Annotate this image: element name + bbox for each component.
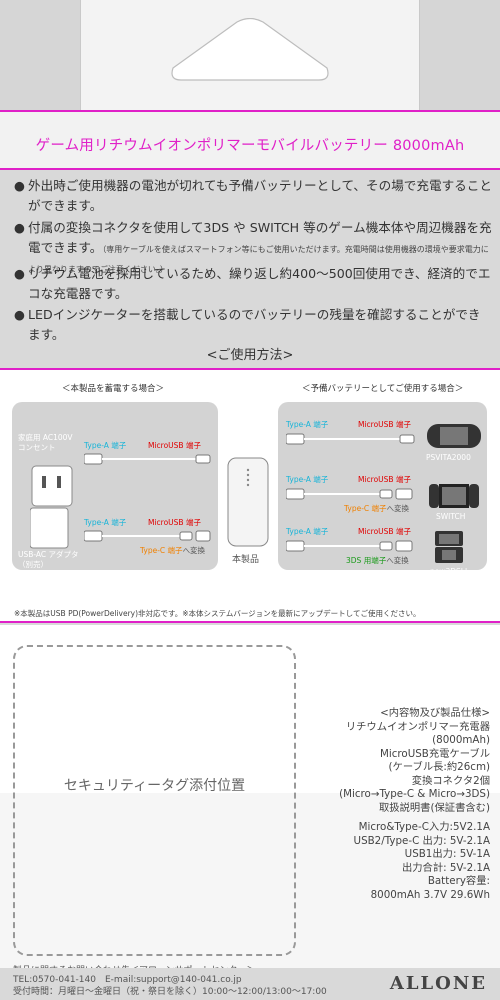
device-label: new3DSLL: [430, 567, 470, 576]
device-label: SWITCH: [436, 512, 466, 521]
hang-hole: [171, 18, 329, 81]
bullet-icon: ●: [14, 178, 25, 193]
usage-heading: <ご使用方法>: [206, 348, 294, 363]
bullet-icon: ●: [14, 266, 25, 281]
typea-label: Type-A 端子: [84, 518, 127, 527]
spec-line: Battery容量:: [427, 875, 490, 887]
bullet-icon: ●: [14, 220, 25, 235]
feature-note: （専用ケーブルを使えばスマートフォン等にもご使用いただけます。充電時間は使用機器…: [28, 245, 489, 274]
security-tag-area: セキュリティータグ添付位置: [13, 645, 296, 956]
typea-label: Type-A 端子: [286, 475, 329, 484]
convert-label: へ変換: [386, 556, 409, 565]
feature-text: リチウム電池を採用しているため、繰り返し約400～500回使用でき、経済的でエコ…: [28, 266, 491, 301]
typec-convert-label: Type-C 端子へ変換: [344, 503, 409, 514]
microusb-label: MicroUSB 端子: [148, 441, 201, 450]
brand-logo: ALLONE: [389, 973, 487, 994]
outlet-label: 家庭用 AC100V コンセント: [18, 433, 73, 452]
typea-label: Type-A 端子: [84, 441, 127, 450]
switch-icon: [429, 484, 479, 508]
outlet-icon: [30, 465, 73, 549]
spec-line: <内容物及び製品仕様>: [380, 707, 490, 719]
3ds-convert-label: 3DS 用端子へ変換: [346, 555, 409, 566]
convert-label: へ変換: [386, 504, 410, 513]
spec-line: 8000mAh 3.7V 29.6Wh: [370, 888, 490, 901]
title-band: ゲーム用リチウムイオンポリマーモバイルバッテリー 8000mAh: [0, 110, 500, 170]
white-strip: [0, 625, 500, 793]
typea-label: Type-A 端子: [286, 527, 329, 536]
feature-item: ● リチウム電池を採用しているため、繰り返し約400～500回使用でき、経済的で…: [14, 264, 492, 304]
usage-diagram: ＜本製品を蓄電する場合＞ ＜予備バッテリーとしてご使用する場合＞ 家庭用 AC1…: [0, 368, 500, 623]
feature-text: 外出時ご使用機器の電池が切れても予備バッテリーとして、その場で充電することができ…: [28, 178, 492, 213]
spec-line: (8000mAh): [432, 734, 490, 746]
spec-line: 取扱説明書(保証書含む): [378, 801, 490, 814]
spec-line: MicroUSB充電ケーブル: [379, 747, 490, 760]
spec-line: Micro&Type-C入力:5V2.1A: [358, 821, 490, 833]
microusb-label: MicroUSB 端子: [358, 420, 411, 429]
feature-text: LEDインジケーターを搭載しているのでバッテリーの残量を確認することができます。: [28, 307, 481, 342]
product-title: ゲーム用リチウムイオンポリマーモバイルバッテリー 8000mAh: [35, 138, 465, 154]
spec-line: USB2/Type-C 出力: 5V-2.1A: [353, 834, 490, 847]
spec-block: <内容物及び製品仕様> リチウムイオンポリマー充電器 (8000mAh) Mic…: [240, 707, 490, 902]
feature-text: 付属の変換コネクタを使用して3DS や SWITCH 等のゲーム機本体や周辺機器…: [28, 220, 492, 255]
typec-convert-label: Type-C 端子へ変換: [140, 545, 205, 556]
spec-line: (ケーブル長:約26cm): [388, 761, 490, 773]
bullet-icon: ●: [14, 307, 25, 322]
left-panel-title: ＜本製品を蓄電する場合＞: [62, 384, 165, 394]
3ds-icon: [435, 531, 463, 563]
spec-line: 変換コネクタ2個: [411, 774, 490, 787]
usb-cable-icon: [84, 530, 211, 542]
usb-cable-icon: [84, 453, 211, 465]
diagram-note: ※本製品はUSB PD(PowerDelivery)非対応です。※本体システムバ…: [14, 609, 421, 618]
adapter-label: USB-AC アダプタ（別売）: [18, 550, 79, 569]
right-panel-title: ＜予備バッテリーとしてご使用する場合＞: [302, 384, 464, 394]
typec-label: Type-C 端子: [140, 546, 183, 555]
hanger-header: [0, 0, 500, 110]
microusb-label: MicroUSB 端子: [148, 518, 201, 527]
usb-cable-icon: [286, 540, 413, 552]
3ds-label: 3DS 用端子: [346, 556, 387, 565]
spec-line: 出力合計: 5V-2.1A: [401, 861, 490, 874]
footer: TEL:0570-041-140 E-mail:support@140-041.…: [0, 968, 500, 1000]
typea-label: Type-A 端子: [286, 420, 329, 429]
spec-line: (Micro→Type-C & Micro→3DS): [339, 788, 490, 800]
battery-use-panel: Type-A 端子 MicroUSB 端子 PSVITA2000 Type-A …: [278, 402, 487, 576]
charging-panel: 家庭用 AC100V コンセント USB-AC アダプタ（別売） Type-A …: [12, 402, 218, 570]
power-bank-icon: [227, 457, 269, 547]
usb-cable-icon: [286, 433, 415, 445]
usb-cable-icon: [286, 488, 413, 500]
convert-label: へ変換: [182, 546, 206, 555]
spec-line: USB1出力: 5V-1A: [404, 848, 490, 860]
microusb-label: MicroUSB 端子: [358, 475, 411, 484]
feature-item: ● 外出時ご使用機器の電池が切れても予備バッテリーとして、その場で充電することが…: [14, 176, 492, 216]
feature-list: ● 外出時ご使用機器の電池が切れても予備バッテリーとして、その場で充電することが…: [0, 172, 500, 368]
feature-item: ● 付属の変換コネクタを使用して3DS や SWITCH 等のゲーム機本体や周辺…: [14, 218, 492, 278]
feature-item: ● LEDインジケーターを搭載しているのでバッテリーの残量を確認することができま…: [14, 305, 492, 345]
security-tag-label: セキュリティータグ添付位置: [63, 778, 246, 794]
lower-section: セキュリティータグ添付位置 <内容物及び製品仕様> リチウムイオンポリマー充電器…: [0, 625, 500, 1000]
contact-line: TEL:0570-041-140 E-mail:support@140-041.…: [13, 975, 242, 985]
spec-line: リチウムイオンポリマー充電器: [345, 720, 490, 733]
device-label: PSVITA2000: [426, 453, 471, 462]
product-label: 本製品: [232, 555, 260, 565]
psvita-icon: [427, 424, 481, 448]
microusb-label: MicroUSB 端子: [358, 527, 411, 536]
typec-label: Type-C 端子: [344, 504, 387, 513]
hours-line: 受付時間：月曜日～金曜日（祝・祭日を除く）10:00～12:00/13:00～1…: [13, 987, 327, 997]
